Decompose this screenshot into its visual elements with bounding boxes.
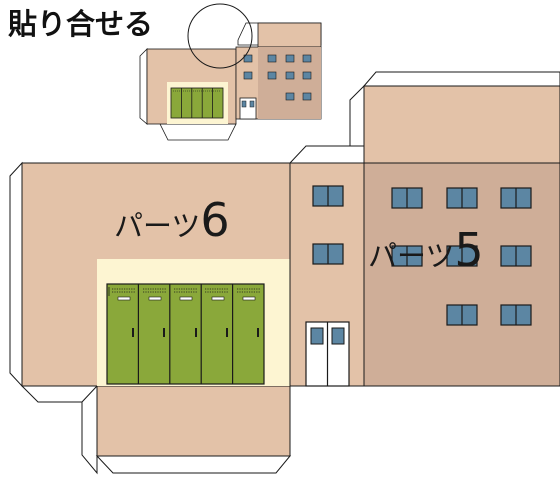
- part6-label-number: 6: [200, 193, 230, 247]
- part5-top-flap-left: [288, 145, 365, 164]
- part5-label-prefix: パーツ: [368, 239, 455, 273]
- preview-left-flap: [139, 48, 148, 125]
- part5-roof-face: [363, 85, 560, 164]
- part6-left-flap: [9, 161, 23, 388]
- part6-label-prefix: パーツ: [114, 209, 201, 243]
- part5-net: [288, 71, 560, 387]
- assembled-preview: [139, 3, 322, 141]
- preview-lockers: [170, 87, 224, 119]
- page-title: 貼り合せる: [8, 7, 154, 41]
- part6-lower-side-flap: [81, 384, 98, 475]
- circle-marker-icon: [187, 3, 253, 69]
- part6-bottom-flap: [95, 455, 292, 474]
- part6-net: [9, 161, 292, 475]
- preview-windows: [243, 54, 312, 101]
- locker-icon: [106, 283, 265, 385]
- part5-label: パーツ5: [368, 222, 484, 284]
- part6-label: パーツ6: [114, 192, 230, 254]
- preview-bottom-flap: [159, 123, 237, 141]
- part5-roof-flap: [362, 71, 560, 87]
- preview-door: [239, 97, 257, 120]
- part5-label-number: 5: [454, 223, 484, 277]
- part5-roof-side-flap: [349, 84, 365, 147]
- part6-lower-face: [96, 385, 291, 457]
- window-icon: [312, 185, 532, 326]
- preview-roof: [257, 22, 322, 48]
- double-door-icon: [305, 321, 350, 387]
